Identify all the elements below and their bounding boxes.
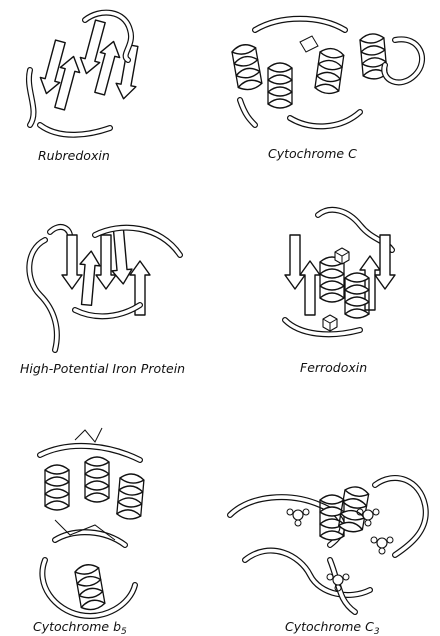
cytochrome-b5-label-main: Cytochrome b: [33, 619, 121, 634]
cytochrome-b5-label: Cytochrome b5: [33, 619, 127, 636]
cytochrome-b5-structure: [37, 427, 146, 619]
cytochrome-c3-subscript: 3: [374, 627, 380, 636]
rubredoxin-structure: [25, 9, 144, 138]
cytochrome-c3-structure: [227, 474, 429, 615]
cytochrome-b5-subscript: 5: [121, 627, 127, 636]
cytochrome-c3-label-main: Cytochrome C: [285, 619, 374, 634]
hipip-structure: [26, 223, 183, 353]
hipip-label: High-Potential Iron Protein: [20, 361, 185, 376]
rubredoxin-label: Rubredoxin: [38, 148, 110, 163]
cytochrome-c-label: Cytochrome C: [268, 146, 357, 161]
cytochrome-c3-label: Cytochrome C3: [285, 619, 380, 636]
cytochrome-c-structure: [230, 15, 426, 130]
ferrodoxin-label: Ferrodoxin: [300, 360, 367, 375]
ferrodoxin-structure: [282, 206, 396, 338]
